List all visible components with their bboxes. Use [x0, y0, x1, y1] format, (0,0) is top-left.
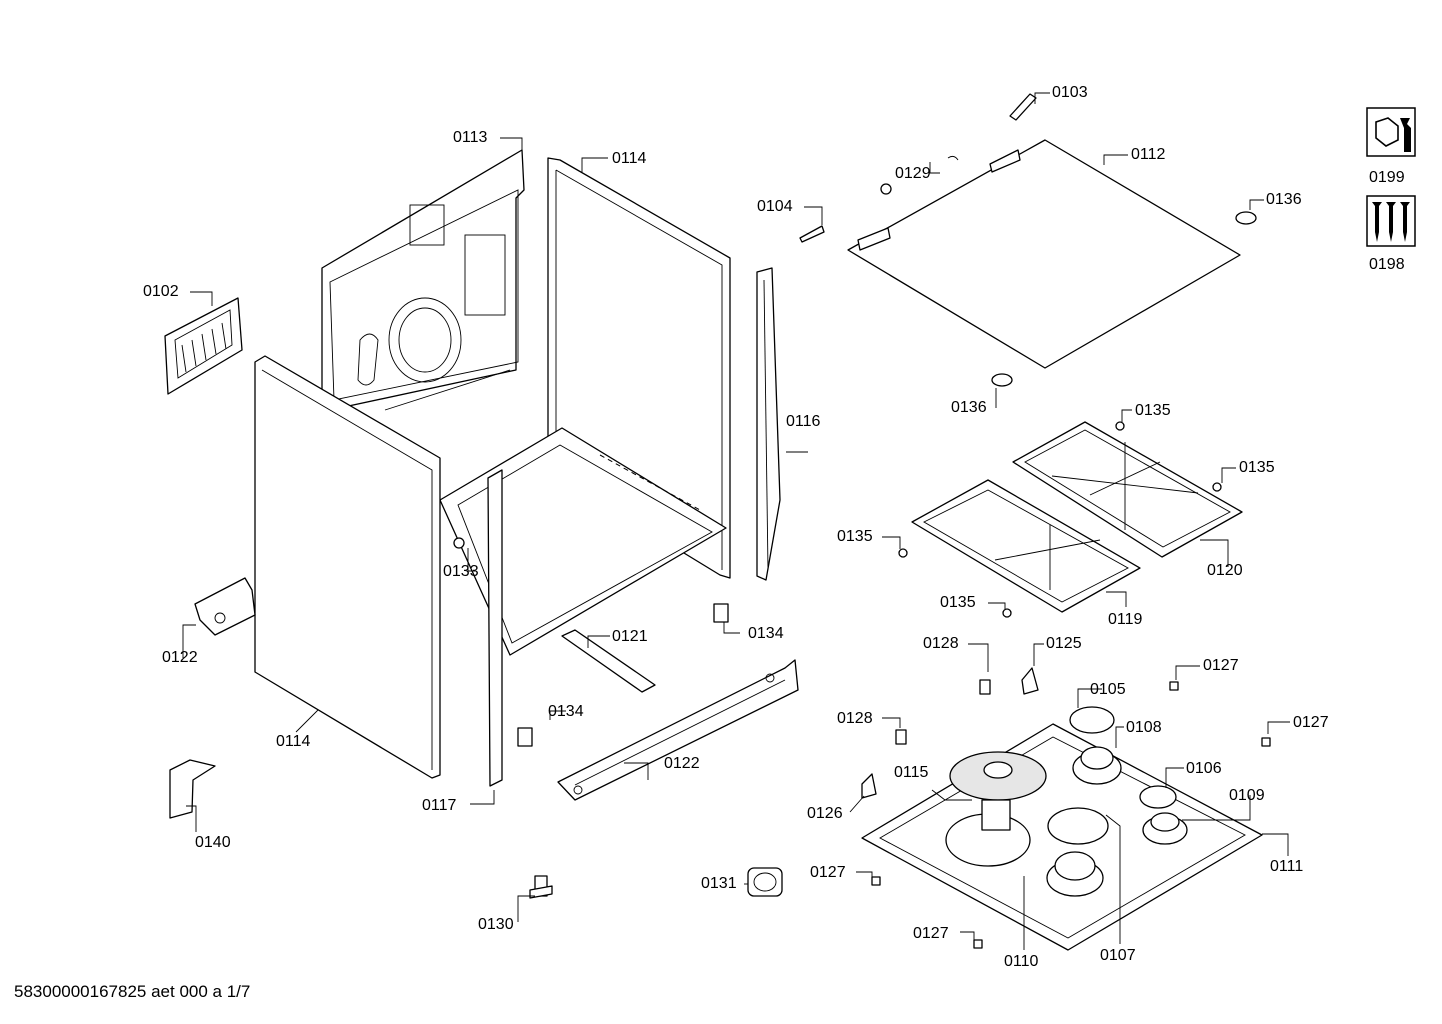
label-0114-bottom: 0114 [276, 733, 311, 750]
holder-0126 [861, 773, 877, 799]
label-0109: 0109 [1229, 787, 1265, 804]
label-0113: 0113 [453, 129, 488, 146]
screw-0103 [1009, 93, 1037, 121]
switch-0128a [979, 679, 991, 695]
nut-0129 [880, 183, 892, 195]
pan-support-left [911, 479, 1141, 613]
burner-right [1142, 812, 1188, 845]
label-0110: 0110 [1004, 953, 1039, 970]
label-0127-d: 0127 [913, 925, 949, 942]
label-0135-b: 0135 [1239, 459, 1275, 476]
foot-bracket-bottom [557, 659, 799, 801]
label-0136-top: 0136 [1266, 191, 1302, 208]
label-0134-upper: 0134 [748, 625, 784, 642]
label-0114-top: 0114 [612, 150, 647, 167]
label-0136-bottom: 0136 [951, 399, 987, 416]
label-0127-b: 0127 [1293, 714, 1329, 731]
label-0135-a: 0135 [1135, 402, 1171, 419]
cover-plate [847, 139, 1241, 369]
label-0129: 0129 [895, 165, 931, 182]
burner-large [945, 751, 1047, 867]
side-panel-left [254, 355, 441, 779]
support-rail [561, 629, 656, 693]
rear-strip [756, 267, 781, 581]
label-0130: 0130 [478, 916, 514, 933]
label-0140: 0140 [195, 834, 231, 851]
label-0199: 0199 [1369, 169, 1405, 186]
label-0107: 0107 [1100, 947, 1136, 964]
buffer-bottom [991, 373, 1013, 387]
label-0115: 0115 [894, 764, 929, 781]
label-0131: 0131 [701, 875, 737, 892]
document-footer-id: 58300000167825 aet 000 a 1/7 [14, 982, 251, 1001]
label-0111: 0111 [1270, 858, 1304, 875]
front-strip [487, 469, 503, 787]
vent-grille [164, 297, 243, 395]
label-0112: 0112 [1131, 146, 1166, 163]
label-0125: 0125 [1046, 635, 1082, 652]
label-0135-c: 0135 [837, 528, 873, 545]
label-0116: 0116 [786, 413, 821, 430]
label-0135-d: 0135 [940, 594, 976, 611]
angle-bracket [169, 759, 216, 819]
label-0119: 0119 [1108, 611, 1143, 628]
label-0102: 0102 [143, 283, 179, 300]
bottom-tray [439, 427, 727, 656]
pan-support-right [1012, 421, 1243, 558]
label-0106: 0106 [1186, 760, 1222, 777]
burner-front [1046, 851, 1104, 897]
rubber-foot-b [1212, 482, 1222, 492]
screws-icon [1366, 195, 1416, 247]
clip-lower [517, 727, 533, 747]
label-0128-b: 0128 [837, 710, 873, 727]
clip-0129 [947, 155, 959, 161]
clip-0127a [1169, 681, 1179, 691]
cap-0107 [1047, 807, 1109, 845]
cap-0106 [1139, 785, 1177, 809]
clip-0127d [973, 939, 983, 949]
clip-0127c [871, 876, 881, 886]
rubber-foot-d [1002, 608, 1012, 618]
gasket-ring [747, 867, 783, 897]
cap-0105 [1069, 706, 1115, 734]
clip-upper [713, 603, 729, 623]
label-0117: 0117 [422, 797, 457, 814]
holder-0125 [1021, 667, 1039, 695]
label-0127-c: 0127 [810, 864, 846, 881]
rubber-foot-a [1115, 421, 1125, 431]
clip-0127b [1261, 737, 1271, 747]
spanner-nut-icon [1366, 107, 1416, 157]
label-0127-a: 0127 [1203, 657, 1239, 674]
back-panel [321, 149, 525, 411]
label-0120: 0120 [1207, 562, 1243, 579]
label-0122-bottom: 0122 [664, 755, 700, 772]
label-0134-lower: 0134 [548, 703, 584, 720]
label-0198: 0198 [1369, 256, 1405, 273]
label-0103: 0103 [1052, 84, 1088, 101]
label-0121: 0121 [612, 628, 648, 645]
grommet [453, 537, 465, 549]
label-0133: 0133 [443, 563, 479, 580]
label-0128-a: 0128 [923, 635, 959, 652]
switch-0128b [895, 729, 907, 745]
burner-rear [1072, 746, 1122, 785]
screw-0104 [799, 225, 825, 243]
rubber-foot-c [898, 548, 908, 558]
label-0104: 0104 [757, 198, 793, 215]
label-0122-left: 0122 [162, 649, 198, 666]
foot-bracket-left [194, 577, 256, 636]
label-0126: 0126 [807, 805, 843, 822]
label-0108: 0108 [1126, 719, 1162, 736]
adjustable-foot [529, 875, 553, 899]
buffer-top [1235, 211, 1257, 225]
leader-lines [182, 92, 1290, 950]
label-0105: 0105 [1090, 681, 1126, 698]
